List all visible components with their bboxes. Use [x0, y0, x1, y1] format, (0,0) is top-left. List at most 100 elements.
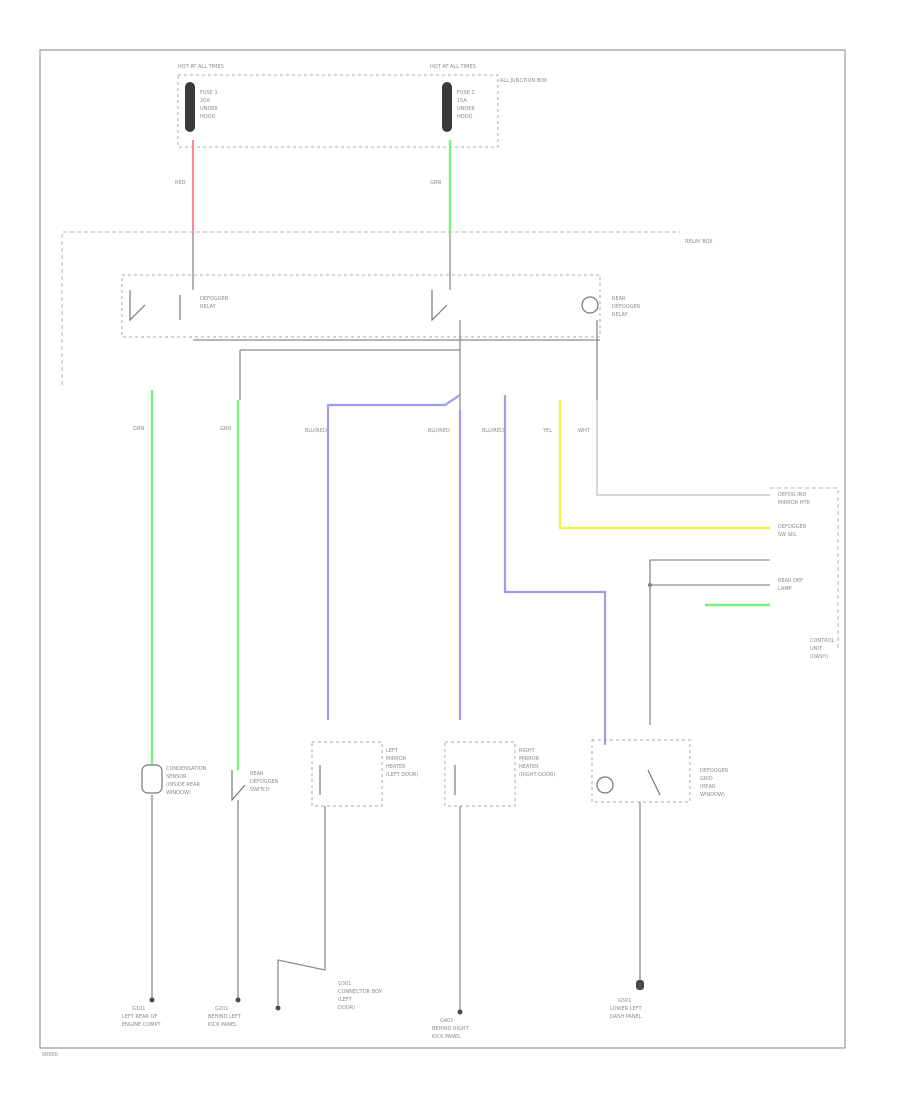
- fuse-left-header: HOT AT ALL TIMES: [178, 64, 224, 70]
- fuse-right: [442, 82, 452, 132]
- fuse-right-label-1: FUSE 2: [457, 90, 475, 96]
- fuse-left-label-2: 20A: [200, 98, 210, 104]
- connector-1-label-1: DEFOG IND: [778, 492, 806, 498]
- ground-3-label-3: (LEFT: [338, 997, 353, 1003]
- ground-3-label-2: CONNECTOR BOX: [338, 989, 383, 995]
- ground-2-label-3: KICK PANEL: [208, 1022, 237, 1028]
- fuse-right-label-4: HOOD: [457, 114, 473, 120]
- wire-yellow-code: YEL: [542, 428, 552, 434]
- wire-green-col2-code: GRN: [220, 426, 231, 432]
- ground-2-label-1: G201: [215, 1006, 228, 1012]
- ground-1-label-1: G101: [132, 1006, 145, 1012]
- connector-enclosure: [770, 487, 839, 650]
- ground-4-label-1: G401: [440, 1018, 453, 1024]
- ground-5-label-3: DASH PANEL: [610, 1014, 642, 1020]
- connector-2-label-2: SW SIG: [778, 532, 796, 538]
- right-relay-label-2: DEFOGGER: [612, 304, 641, 310]
- control-unit-box: [591, 739, 691, 803]
- wire-ground-3: [277, 806, 326, 1005]
- right-relay-label-1: REAR: [612, 296, 626, 302]
- defogger-grid-label-2: GRID: [700, 776, 713, 782]
- rear-defogger-switch[interactable]: [231, 770, 246, 802]
- wire-red-code: RED: [175, 180, 186, 186]
- fuse-left-label-4: HOOD: [200, 114, 216, 120]
- right-heater-label-2: MIRROR: [519, 756, 540, 762]
- ground-2-label-2: BEHIND LEFT: [208, 1014, 242, 1020]
- ground-1-label-2: LEFT REAR OF: [122, 1014, 157, 1020]
- switch-label-2: DEFOGGER: [250, 779, 279, 785]
- fuse-right-label-2: 15A: [457, 98, 467, 104]
- left-heater-box: [311, 741, 383, 807]
- wire-blue-center-code: BLU/RED: [428, 428, 450, 434]
- wire-white: [596, 400, 770, 496]
- right-relay-switch: [431, 290, 448, 322]
- fuse-left-label-1: FUSE 1: [200, 90, 218, 96]
- cond-sensor-label-3: (INSIDE REAR: [166, 782, 200, 788]
- fuse-left: [185, 82, 195, 132]
- ground-3-symbol: [275, 1005, 281, 1011]
- cond-sensor-label-1: CONDENSATION: [166, 766, 207, 772]
- left-relay-label-1: DEFOGGER: [200, 296, 229, 302]
- switch-label-1: REAR: [250, 771, 264, 777]
- control-unit-switch: [647, 769, 661, 796]
- fuse-enclosure: [177, 74, 499, 148]
- ground-2-symbol: [235, 997, 241, 1003]
- right-heater-label-1: RIGHT: [519, 748, 536, 754]
- wire-yellow: [558, 400, 770, 530]
- wire-green-top-code: GRN: [430, 180, 441, 186]
- left-heater-label-1: LEFT: [386, 748, 399, 754]
- left-heater-label-2: MIRROR: [386, 756, 407, 762]
- right-heater-label-4: (RIGHT DOOR): [519, 772, 555, 778]
- left-relay-label-2: RELAY: [200, 304, 217, 310]
- connector-3-label-2: LAMP: [778, 586, 792, 592]
- right-relay-label-3: RELAY: [612, 312, 629, 318]
- fuse-right-header: HOT AT ALL TIMES: [430, 64, 476, 70]
- cond-sensor-label-4: WINDOW): [166, 790, 191, 796]
- ground-1-label-3: ENGINE COMPT: [122, 1022, 161, 1028]
- diagram-frame: [39, 49, 846, 1049]
- left-heater-label-4: (LEFT DOOR): [386, 772, 419, 778]
- condensation-sensor: [141, 764, 163, 794]
- wire-white-code: WHT: [578, 428, 591, 434]
- wire-blue-right-code: BLU/RED: [482, 428, 504, 434]
- control-unit-label-1: CONTROL: [810, 638, 835, 644]
- right-relay-coil: [581, 296, 599, 314]
- right-heater-label-3: HEATER: [519, 764, 539, 770]
- wire-blue-left-code: BLU/RED: [305, 428, 327, 434]
- switch-label-3: SWITCH: [250, 787, 270, 793]
- figure-code: 00000: [42, 1052, 58, 1058]
- ground-5-symbol: [636, 980, 644, 990]
- junction-box-label: ALL JUNCTION BOX: [500, 78, 548, 84]
- ground-3-label-1: G301: [338, 981, 351, 987]
- ground-4-label-2: BEHIND RIGHT: [432, 1026, 470, 1032]
- fuse-left-label-3: UNDER: [200, 106, 218, 112]
- defogger-grid-label-1: DEFOGGER: [700, 768, 729, 774]
- cond-sensor-label-2: SENSOR: [166, 774, 187, 780]
- connector-1-label-2: MIRROR HTR: [778, 500, 811, 506]
- left-relay-switch: [129, 290, 146, 322]
- ground-5-label-1: G501: [618, 998, 631, 1004]
- wire-blue-left: [326, 394, 461, 720]
- defogger-grid-label-3: (REAR: [700, 784, 716, 790]
- control-unit-label-2: UNIT: [810, 646, 823, 652]
- right-heater-box: [444, 741, 516, 807]
- ground-4-symbol: [457, 1009, 463, 1015]
- left-heater-label-3: HEATER: [386, 764, 406, 770]
- connector-2-label-1: DEFOGGER: [778, 524, 807, 530]
- ground-1-symbol: [149, 997, 155, 1003]
- ground-3-label-4: DOOR): [338, 1005, 355, 1011]
- ground-4-label-3: KICK PANEL: [432, 1034, 461, 1040]
- ground-5-label-2: LOWER LEFT: [610, 1006, 642, 1012]
- relay-box-border: [61, 231, 680, 385]
- fuse-right-label-3: UNDER: [457, 106, 475, 112]
- wire-blue-right: [503, 395, 607, 745]
- relay-enclosure: [121, 274, 601, 338]
- connector-3-label-1: REAR DEF: [778, 578, 803, 584]
- wire-green-col1-code: GRN: [133, 426, 144, 432]
- control-unit-label-3: (DASH): [810, 654, 828, 660]
- relay-box-label: RELAY BOX: [685, 239, 713, 245]
- defogger-grid-label-4: WINDOW): [700, 792, 725, 798]
- defogger-grid-element: [596, 776, 614, 794]
